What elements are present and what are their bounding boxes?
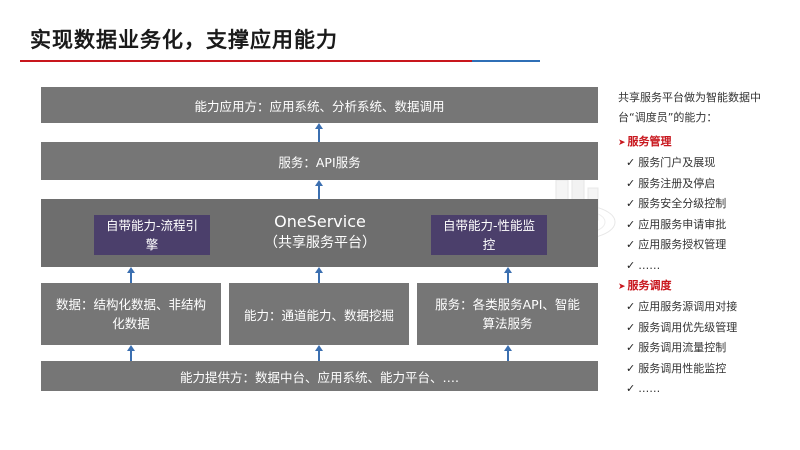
oneservice-title-block: OneService （共享服务平台） — [240, 211, 400, 253]
check-icon: ✓ — [626, 300, 636, 313]
arrow-bullet-icon: ➤ — [618, 282, 626, 292]
process-engine-label: 自带能力-流程引擎 — [105, 218, 198, 252]
list-item: ✓服务调用性能监控 — [618, 359, 788, 380]
list-item: ✓服务调用优先级管理 — [618, 318, 788, 339]
list-item-label: …… — [638, 258, 661, 272]
capability-sidebar: 共享服务平台做为智能数据中台“调度员”的能力： ➤服务管理 ✓服务门户及展现 ✓… — [618, 88, 788, 400]
list-item: ✓服务注册及停启 — [618, 174, 788, 195]
api-service-label: 服务：API服务 — [278, 154, 361, 170]
list-item: ✓…… — [618, 256, 788, 277]
sidebar-intro: 共享服务平台做为智能数据中台“调度员”的能力： — [618, 91, 761, 124]
title-underline-blue — [472, 60, 540, 62]
check-icon: ✓ — [626, 156, 636, 169]
check-icon: ✓ — [626, 238, 636, 251]
list-item: ✓应用服务源调用对接 — [618, 297, 788, 318]
list-item: ✓应用服务申请审批 — [618, 215, 788, 236]
section-service-management: ➤服务管理 — [618, 132, 788, 153]
arrow-up-icon — [503, 267, 513, 283]
oneservice-title: OneService — [274, 212, 366, 231]
list-item-label: 应用服务授权管理 — [638, 238, 727, 251]
list-item-label: 服务门户及展现 — [638, 156, 716, 169]
list-item-label: …… — [638, 382, 661, 395]
list-item-label: 服务调用优先级管理 — [638, 320, 738, 334]
arrow-bullet-icon: ➤ — [618, 138, 626, 148]
list-item-label: 应用服务申请审批 — [638, 217, 727, 231]
ability-provider-label: 能力提供方：数据中台、应用系统、能力平台、…. — [180, 369, 459, 385]
list-item: ✓服务安全分级控制 — [618, 194, 788, 215]
process-engine-module: 自带能力-流程引擎 — [94, 215, 210, 255]
check-icon: ✓ — [626, 320, 636, 334]
ability-label: 能力：通道能力、数据挖掘 — [243, 307, 394, 323]
service-box: 服务：各类服务API、智能算法服务 — [417, 283, 598, 345]
section-service-scheduling: ➤服务调度 — [618, 276, 788, 297]
arrow-up-icon — [126, 345, 136, 361]
list-item-label: 服务安全分级控制 — [638, 197, 727, 210]
ability-box: 能力：通道能力、数据挖掘 — [229, 283, 409, 345]
data-box: 数据：结构化数据、非结构化数据 — [41, 283, 221, 345]
list-item: ✓服务调用流量控制 — [618, 338, 788, 359]
api-service-box: 服务：API服务 — [41, 142, 598, 180]
list-item: ✓服务门户及展现 — [618, 153, 788, 174]
section-title: 服务管理 — [627, 135, 672, 148]
arrow-up-icon — [126, 267, 136, 283]
arrow-up-icon — [314, 345, 324, 361]
section-title: 服务调度 — [627, 279, 672, 292]
performance-monitor-module: 自带能力-性能监控 — [431, 215, 547, 255]
data-label: 数据：结构化数据、非结构化数据 — [55, 297, 206, 331]
list-item: ✓…… — [618, 379, 788, 400]
arrow-up-icon — [314, 180, 324, 199]
check-icon: ✓ — [626, 197, 636, 210]
list-item-label: 服务调用性能监控 — [638, 361, 727, 375]
list-item-label: 服务调用流量控制 — [638, 341, 727, 354]
list-item-label: 应用服务源调用对接 — [638, 300, 738, 313]
title-underline-red — [20, 60, 472, 62]
list-item-label: 服务注册及停启 — [638, 176, 716, 190]
oneservice-subtitle: （共享服务平台） — [264, 235, 376, 251]
ability-consumer-label: 能力应用方：应用系统、分析系统、数据调用 — [194, 98, 445, 114]
check-icon: ✓ — [626, 382, 636, 395]
list-item: ✓应用服务授权管理 — [618, 235, 788, 256]
check-icon: ✓ — [626, 217, 636, 231]
ability-consumer-box: 能力应用方：应用系统、分析系统、数据调用 — [41, 87, 598, 123]
ability-provider-box: 能力提供方：数据中台、应用系统、能力平台、…. — [41, 361, 598, 391]
check-icon: ✓ — [626, 176, 636, 190]
service-label: 服务：各类服务API、智能算法服务 — [435, 297, 580, 331]
arrow-up-icon — [314, 123, 324, 142]
check-icon: ✓ — [626, 258, 636, 272]
arrow-up-icon — [314, 267, 324, 283]
performance-monitor-label: 自带能力-性能监控 — [442, 218, 535, 252]
arrow-up-icon — [503, 345, 513, 361]
check-icon: ✓ — [626, 341, 636, 354]
page-title: 实现数据业务化，支撑应用能力 — [30, 28, 338, 52]
check-icon: ✓ — [626, 361, 636, 375]
